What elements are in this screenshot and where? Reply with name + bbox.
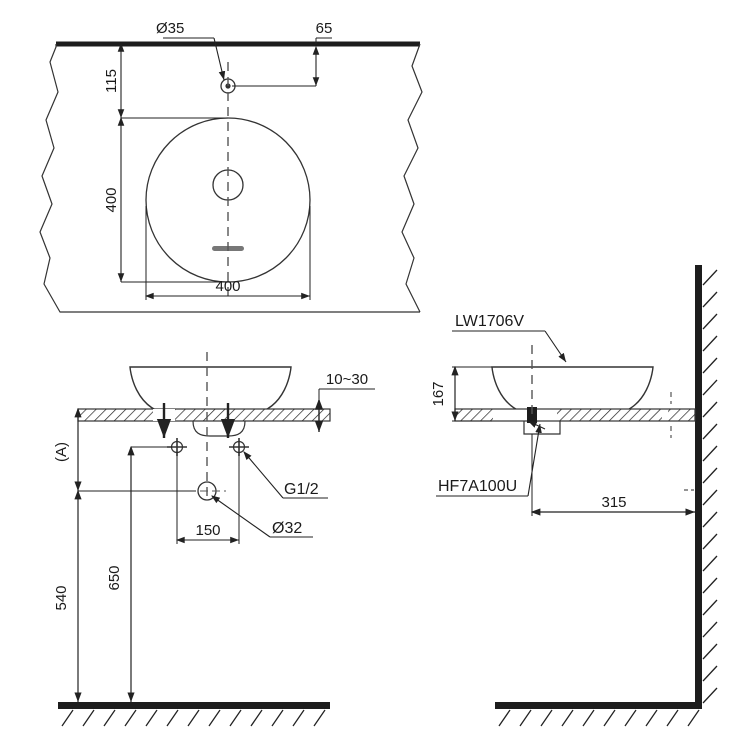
dimension-counter-thickness: 10~30	[314, 371, 375, 432]
callout-drain-fitting-model: HF7A100U	[436, 420, 546, 497]
callout-waste-outlet-diameter: Ø32	[211, 495, 313, 538]
label-basin-model: LW1706V	[455, 313, 524, 330]
callout-tap-hole-diameter: Ø35	[156, 20, 226, 81]
front-elevation: 10~30 G1/2 Ø32	[53, 352, 375, 727]
counter-outline-top	[39, 41, 423, 313]
label-supply-connection: G1/2	[284, 481, 319, 498]
dim-wall-to-tap-hole: 65	[316, 20, 333, 37]
dimension-supply-spacing: 150	[175, 452, 240, 544]
dim-counter-thickness: 10~30	[326, 371, 368, 388]
dimension-wall-to-bowl-edge: 115	[103, 42, 228, 119]
dimension-bowl-height: 167	[430, 365, 492, 422]
dimension-bowl-diameter-horizontal: 400	[144, 206, 311, 300]
dim-supply-spacing: 150	[195, 522, 220, 539]
basin-bowl-profile-front	[129, 366, 292, 416]
dim-floor-to-supply: 650	[106, 565, 123, 590]
floor-side	[495, 702, 702, 727]
counter-slab-front	[77, 408, 331, 422]
dim-tap-hole-diameter: Ø35	[156, 20, 184, 37]
callout-basin-model: LW1706V	[452, 313, 567, 363]
callout-supply-connection: G1/2	[243, 451, 328, 499]
label-waste-outlet-diameter: Ø32	[272, 520, 302, 537]
dimension-counter-to-waste: (A)	[53, 407, 196, 492]
dim-bowl-diameter-horizontal: 400	[215, 278, 240, 295]
dim-bowl-diameter-vertical: 400	[103, 187, 120, 212]
basin-bowl-profile-side	[491, 366, 654, 416]
dimension-floor-to-supply: 650	[106, 445, 172, 702]
drain-body-side	[523, 421, 561, 435]
dim-counter-to-waste: (A)	[53, 442, 70, 462]
waste-body-outline	[192, 420, 246, 437]
dim-wall-to-bowl-edge: 115	[103, 69, 120, 93]
dimension-centre-to-wall: 315	[530, 494, 695, 516]
side-elevation: LW1706V HF7A100U 167 315	[430, 265, 718, 727]
dimension-wall-to-tap-hole: 65	[232, 20, 333, 87]
dim-bowl-height: 167	[430, 381, 447, 406]
floor-front	[58, 702, 330, 727]
wall-side	[695, 265, 718, 709]
counter-slab-side	[454, 408, 696, 422]
dim-centre-to-wall: 315	[601, 494, 626, 511]
top-view: Ø35 65 115 400 400	[39, 20, 423, 313]
dimension-bowl-diameter-vertical: 400	[103, 116, 228, 283]
mounting-fixings-front	[156, 403, 236, 438]
dim-floor-to-waste: 540	[53, 585, 70, 610]
drain-fitting-side	[527, 407, 537, 423]
dimension-floor-to-waste: 540	[53, 489, 82, 702]
label-drain-fitting-model: HF7A100U	[438, 478, 517, 495]
